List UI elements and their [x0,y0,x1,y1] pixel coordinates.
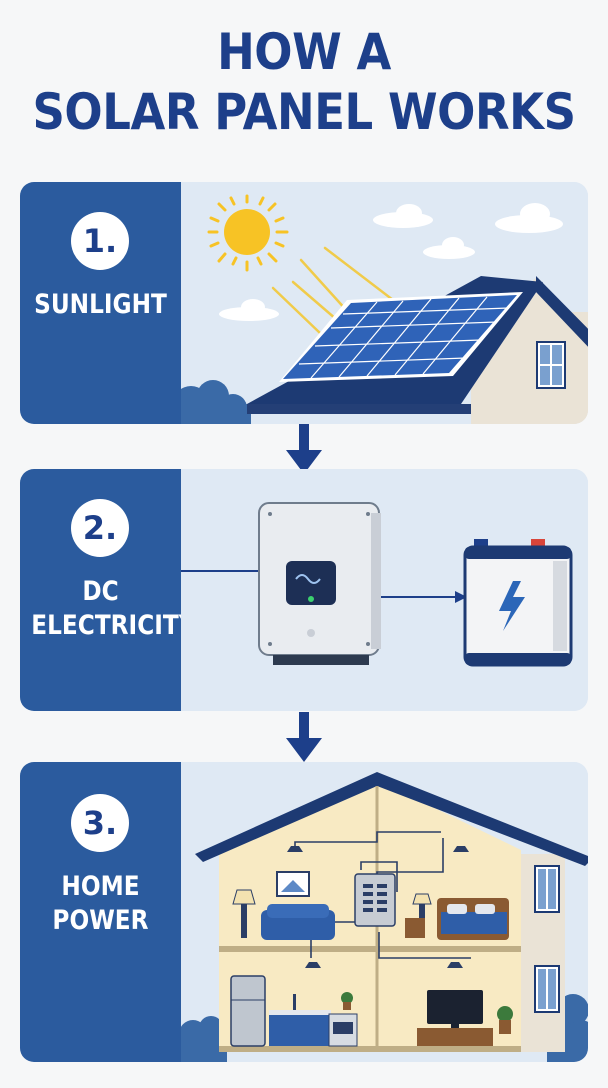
down-arrow-icon [286,424,322,474]
step-3-sidebar: 3. HOME POWER [20,762,181,1062]
step-3-label-line-2: POWER [52,905,149,936]
step-1-number: 1. [71,212,129,270]
step-1-sidebar: 1. SUNLIGHT [20,182,181,424]
home-power-illustration [181,762,588,1062]
step-2-label-line-1: DC [82,576,119,607]
step-2-label: DC ELECTRICITY [31,575,196,643]
cloud-icon [219,203,563,321]
page-title: HOW A SOLAR PANEL WORKS [30,22,577,142]
step-3-label: HOME POWER [31,870,169,938]
step-1-label: SUNLIGHT [31,288,169,322]
step-2-label-line-2: ELECTRICITY [31,610,196,641]
step-3-label-line-1: HOME [61,871,140,902]
step-2-panel: 2. DC ELECTRICITY [20,469,588,711]
bush-icon [181,380,251,424]
solar-panel-icon [279,292,523,382]
battery-icon [463,539,573,667]
step-1-label-line-1: SUNLIGHT [34,289,167,320]
inverter-icon [258,502,381,665]
dc-electricity-illustration [181,469,588,711]
step-2-number: 2. [71,499,129,557]
sunlight-illustration [181,182,588,424]
step-1-panel: 1. SUNLIGHT [20,182,588,424]
step-3-panel: 3. HOME POWER [20,762,588,1062]
down-arrow-icon [286,712,322,762]
step-3-number: 3. [71,794,129,852]
step-2-sidebar: 2. DC ELECTRICITY [20,469,196,711]
sun-icon [207,194,289,272]
title-line-1: HOW A [217,23,391,81]
title-line-2: SOLAR PANEL WORKS [32,83,576,141]
house-cutaway-icon [195,772,588,1052]
